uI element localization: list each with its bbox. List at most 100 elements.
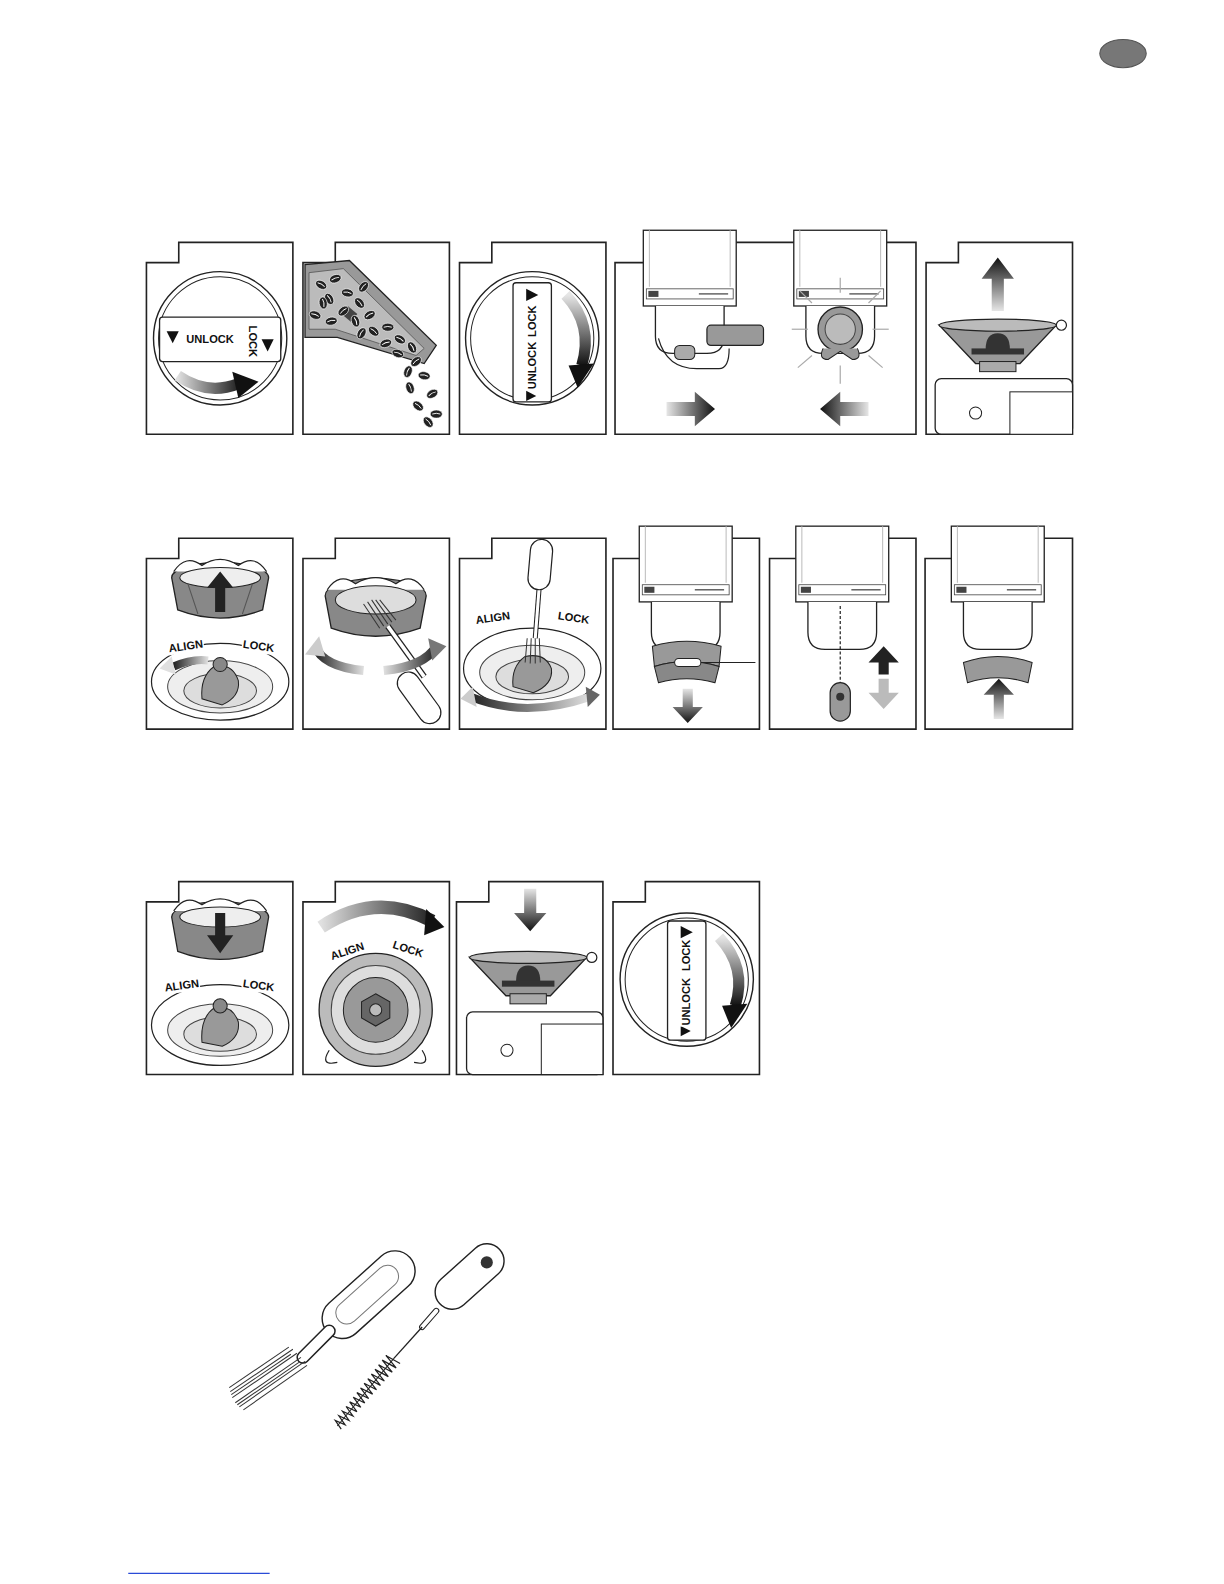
cleaning-pipe-brush xyxy=(394,1327,422,1358)
hopper-lift xyxy=(986,333,1010,349)
coffee-bean xyxy=(362,309,377,322)
link-underline xyxy=(128,1573,269,1574)
cleaning-brush xyxy=(229,1347,307,1410)
burr-lock xyxy=(343,978,408,1043)
coffee-bean xyxy=(382,323,394,331)
coffee-bean xyxy=(318,296,328,309)
grinder-run xyxy=(820,392,868,426)
upper-burr-brush xyxy=(428,638,446,660)
coffee-bean xyxy=(308,309,322,321)
coffee-bean xyxy=(396,337,403,342)
coffee-bean xyxy=(421,415,435,429)
upper-burr-brush xyxy=(393,668,445,728)
lock-dial xyxy=(722,1004,747,1028)
lock-dial xyxy=(159,277,282,400)
chute-clean xyxy=(796,526,889,649)
coffee-bean xyxy=(371,328,378,334)
chute-clean xyxy=(869,646,899,674)
hopper-lift xyxy=(1056,320,1066,330)
hopper-replace xyxy=(510,994,546,1004)
dial-label: LOCK xyxy=(526,304,539,338)
lock-dial xyxy=(620,913,753,1046)
dial-label: ALIGN xyxy=(167,637,205,655)
step-panel xyxy=(926,242,1072,434)
lock-dial xyxy=(620,913,753,1046)
grinder-run xyxy=(873,329,889,330)
coffee-bean xyxy=(340,308,347,314)
chute-clean xyxy=(963,656,1032,682)
step-panel xyxy=(146,538,292,729)
hopper-replace xyxy=(502,981,555,987)
lock-dial xyxy=(178,376,239,389)
coffee-bean xyxy=(430,410,442,418)
coffee-bean xyxy=(357,280,371,294)
coffee-bean xyxy=(406,340,419,355)
dial-label: LOCK xyxy=(246,325,259,359)
bean-hopper xyxy=(305,261,442,430)
chute-clean xyxy=(984,679,1014,719)
hopper-lift xyxy=(935,258,1072,435)
step-panel xyxy=(456,882,602,1075)
grinder-run xyxy=(821,348,859,359)
upper-burr-refit xyxy=(213,999,227,1013)
lock-dial xyxy=(668,921,706,1040)
hopper-replace xyxy=(516,965,540,981)
dial-label: LOCK xyxy=(556,609,591,627)
burr-lock xyxy=(321,907,432,927)
coffee-bean xyxy=(350,314,362,328)
coffee-bean xyxy=(359,329,364,336)
coffee-bean xyxy=(404,381,416,395)
hopper-lift xyxy=(935,379,1072,435)
coffee-bean xyxy=(318,296,328,309)
coffee-bean xyxy=(406,340,419,355)
cleaning-brush xyxy=(303,1331,329,1357)
coffee-bean xyxy=(327,295,332,302)
cleaning-brush xyxy=(230,1349,293,1391)
chute-clean xyxy=(869,679,899,709)
grinder-run xyxy=(825,314,855,344)
lock-dial xyxy=(167,331,179,343)
lock-dial xyxy=(232,372,258,398)
coffee-bean xyxy=(394,351,402,354)
upper-burr-brush xyxy=(325,578,426,637)
coffee-bean xyxy=(354,317,357,325)
chute-clean xyxy=(673,689,703,723)
coffee-bean xyxy=(341,288,354,298)
grinder-run xyxy=(794,230,887,353)
bean-hopper xyxy=(308,273,442,430)
grinder-run xyxy=(643,230,888,426)
dial-label: ALIGN xyxy=(328,939,367,963)
coffee-bean xyxy=(391,348,405,360)
dial-label: LOCK xyxy=(390,938,426,961)
dial-label: UNLOCK xyxy=(680,977,693,1027)
coffee-bean xyxy=(428,391,435,396)
chute-clean xyxy=(951,526,1044,649)
coffee-bean xyxy=(432,413,440,415)
grinder-run xyxy=(840,366,841,384)
grinder-run xyxy=(869,291,881,303)
grinder-run xyxy=(840,278,841,293)
coffee-bean xyxy=(421,415,435,429)
coffee-bean xyxy=(384,326,392,328)
coffee-bean xyxy=(404,381,416,395)
lock-dial xyxy=(154,272,287,405)
bean-hopper xyxy=(309,269,424,356)
cleaning-pipe-brush xyxy=(481,1256,493,1268)
chute-clean xyxy=(830,683,850,721)
lower-burr-brush xyxy=(461,687,477,707)
coffee-bean xyxy=(409,384,412,392)
coffee-bean xyxy=(327,320,335,322)
grinder-run xyxy=(818,307,862,351)
coffee-bean xyxy=(393,333,408,346)
lower-burr-brush xyxy=(530,638,531,663)
cleaning-brush xyxy=(235,1357,301,1402)
grinder-run xyxy=(798,355,812,367)
upper-burr-refit xyxy=(151,985,288,1066)
coffee-bean xyxy=(357,280,371,294)
lock-dial xyxy=(526,391,536,401)
step-panel xyxy=(460,242,606,434)
coffee-bean xyxy=(336,304,350,318)
coffee-bean xyxy=(355,326,368,341)
